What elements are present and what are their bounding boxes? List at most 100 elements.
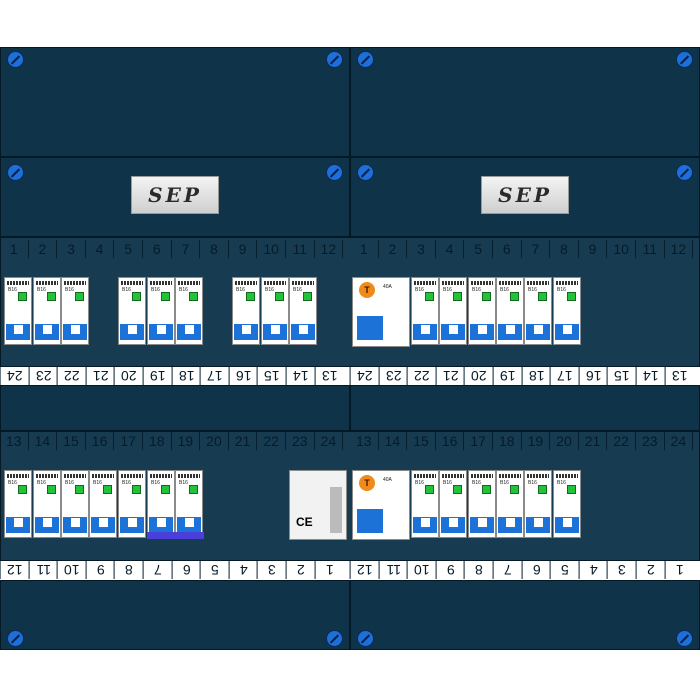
circuit-breaker[interactable]: B16 [175, 470, 203, 538]
toggle-switch[interactable] [506, 325, 515, 334]
circuit-breaker[interactable]: B16 [411, 470, 439, 538]
circuit-breaker[interactable]: B16 [118, 470, 146, 538]
toggle-switch[interactable] [185, 325, 194, 334]
toggle-switch[interactable] [71, 518, 80, 527]
toggle-switch[interactable] [478, 518, 487, 527]
toggle-switch[interactable] [14, 518, 23, 527]
toggle-switch[interactable] [357, 509, 383, 533]
circuit-breaker[interactable]: B16 [524, 277, 552, 345]
circuit-breaker[interactable]: B16 [439, 277, 467, 345]
screw-icon[interactable] [357, 630, 374, 647]
screw-icon[interactable] [7, 630, 24, 647]
toggle-switch[interactable] [506, 518, 515, 527]
status-led-icon [538, 485, 547, 494]
rcd-rating: 40A [383, 284, 392, 290]
circuit-breaker[interactable]: B16 [468, 470, 496, 538]
circuit-breaker[interactable]: B16 [439, 470, 467, 538]
rail-position-number: 2 [29, 240, 58, 258]
rail-position-number: 23 [28, 367, 58, 385]
toggle-switch[interactable] [271, 325, 280, 334]
toggle-switch[interactable] [449, 325, 458, 334]
status-led-icon [161, 292, 170, 301]
status-led-icon [510, 485, 519, 494]
circuit-breaker[interactable]: B16 [4, 277, 32, 345]
circuit-breaker[interactable]: B16 [61, 470, 89, 538]
test-button[interactable]: T [359, 282, 375, 298]
screw-icon[interactable] [357, 51, 374, 68]
circuit-breaker[interactable]: B16 [147, 277, 175, 345]
circuit-breaker[interactable]: B16 [496, 277, 524, 345]
rail-position-number: 17 [200, 367, 229, 385]
rail-position-number: 20 [200, 432, 229, 450]
toggle-switch[interactable] [157, 325, 166, 334]
breaker-rating: B16 [37, 480, 46, 486]
test-button[interactable]: T [359, 475, 375, 491]
screw-icon[interactable] [326, 164, 343, 181]
breaker-rating: B16 [8, 287, 17, 293]
circuit-breaker[interactable]: B16 [411, 277, 439, 345]
toggle-switch[interactable] [534, 325, 543, 334]
screw-icon[interactable] [7, 51, 24, 68]
screw-icon[interactable] [326, 51, 343, 68]
toggle-switch[interactable] [71, 325, 80, 334]
circuit-breaker[interactable]: B16 [118, 277, 146, 345]
toggle-switch[interactable] [534, 518, 543, 527]
toggle-switch[interactable] [43, 518, 52, 527]
rail-position-number: 12 [315, 240, 344, 258]
circuit-breaker[interactable]: B16 [496, 470, 524, 538]
toggle-switch[interactable] [43, 325, 52, 334]
status-led-icon [75, 292, 84, 301]
toggle-switch[interactable] [449, 518, 458, 527]
rail-band-top [0, 237, 700, 367]
circuit-breaker[interactable]: B16 [553, 470, 581, 538]
toggle-switch[interactable] [99, 518, 108, 527]
surge-protector[interactable]: CE [289, 470, 347, 540]
screw-icon[interactable] [676, 630, 693, 647]
circuit-breaker[interactable]: B16 [89, 470, 117, 538]
toggle-switch[interactable] [128, 325, 137, 334]
breaker-rating: B16 [500, 287, 509, 293]
toggle-switch[interactable] [421, 518, 430, 527]
status-led-icon [18, 485, 27, 494]
rail-position-number: 1 [350, 240, 379, 258]
toggle-switch[interactable] [357, 316, 383, 340]
rail-position-number: 16 [228, 367, 258, 385]
circuit-breaker[interactable]: B16 [147, 470, 175, 538]
toggle-switch[interactable] [157, 518, 166, 527]
circuit-breaker[interactable]: B16 [232, 277, 260, 345]
toggle-switch[interactable] [14, 325, 23, 334]
toggle-switch[interactable] [421, 325, 430, 334]
circuit-breaker[interactable]: B16 [61, 277, 89, 345]
screw-icon[interactable] [326, 630, 343, 647]
circuit-breaker[interactable]: B16 [524, 470, 552, 538]
screw-icon[interactable] [357, 164, 374, 181]
screw-icon[interactable] [7, 164, 24, 181]
circuit-breaker[interactable]: B16 [289, 277, 317, 345]
circuit-breaker[interactable]: B16 [4, 470, 32, 538]
circuit-breaker[interactable]: B16 [175, 277, 203, 345]
toggle-switch[interactable] [563, 518, 572, 527]
screw-icon[interactable] [676, 164, 693, 181]
toggle-switch[interactable] [242, 325, 251, 334]
screw-icon[interactable] [676, 51, 693, 68]
residual-current-device[interactable]: T 40A [352, 277, 410, 347]
rail-position-number: 21 [579, 432, 608, 450]
rail-position-number: 1 [664, 561, 694, 579]
rail-position-number: 5 [550, 561, 579, 579]
breaker-rating: B16 [65, 287, 74, 293]
circuit-breaker[interactable]: B16 [553, 277, 581, 345]
toggle-switch[interactable] [478, 325, 487, 334]
circuit-breaker[interactable]: B16 [261, 277, 289, 345]
circuit-breaker[interactable]: B16 [468, 277, 496, 345]
circuit-breaker[interactable]: B16 [33, 470, 61, 538]
toggle-switch[interactable] [563, 325, 572, 334]
toggle-switch[interactable] [128, 518, 137, 527]
status-led-icon [189, 292, 198, 301]
rail-position-number: 17 [464, 432, 493, 450]
circuit-breaker[interactable]: B16 [33, 277, 61, 345]
toggle-switch[interactable] [299, 325, 308, 334]
toggle-switch[interactable] [185, 518, 194, 527]
